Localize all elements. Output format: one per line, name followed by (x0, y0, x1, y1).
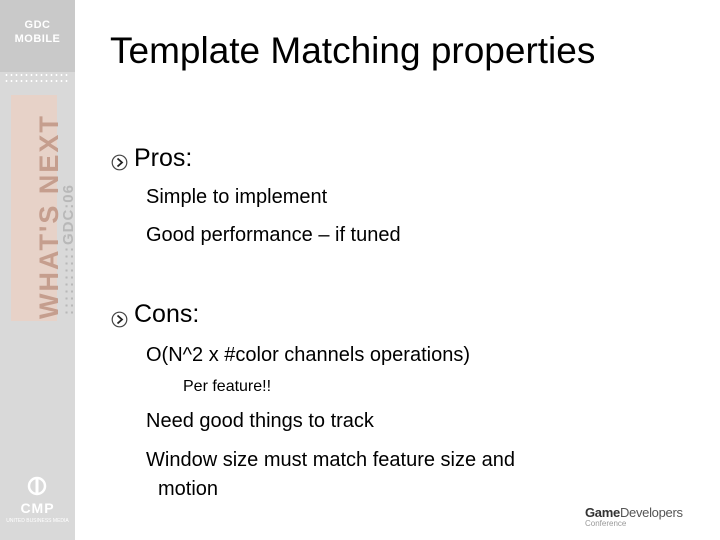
dot-divider (4, 80, 70, 82)
vertical-sub-text: ::::::::::GDC:06 (60, 184, 75, 315)
gdc-mobile-logo: GDC MOBILE (0, 18, 75, 46)
section-heading-pros: Pros: (134, 144, 193, 172)
sidebar: GDC MOBILE WHAT'S NEXT ::::::::::GDC:06 … (0, 0, 75, 540)
logo-line-mobile: MOBILE (14, 33, 61, 45)
dot-divider (4, 74, 70, 76)
slide-title: Template Matching properties (110, 30, 596, 71)
chevron-bullet-icon (111, 311, 128, 328)
list-item: O(N^2 x #color channels operations) (146, 344, 470, 366)
gdc-logo-wordmark: GameDevelopers (585, 505, 683, 520)
list-item: Good performance – if tuned (146, 224, 401, 246)
list-item: Simple to implement (146, 186, 328, 208)
gdc-logo-conference: Conference (585, 519, 627, 528)
vertical-banner (11, 95, 57, 321)
list-item: Window size must match feature size and (146, 449, 516, 471)
list-item-continuation: motion (158, 478, 219, 500)
cmp-logo-icon (27, 476, 47, 496)
gdc-logo-word-developers: Developers (619, 505, 683, 520)
section-heading-cons: Cons: (134, 300, 200, 328)
logo-line-gdc: GDC (24, 19, 51, 31)
gdc-logo-word-game: Game (585, 505, 620, 520)
cmp-logo-subtext: UNITED BUSINESS MEDIA (6, 518, 69, 524)
vertical-sub-dots: :::::::::: (60, 245, 75, 315)
list-item: Need good things to track (146, 410, 374, 432)
cmp-logo-text: CMP (20, 500, 55, 516)
chevron-bullet-icon (111, 154, 128, 171)
sub-list-item: Per feature!! (183, 378, 272, 395)
game-developers-conference-logo: GameDevelopers Conference (585, 505, 683, 528)
vertical-sub-label: GDC:06 (60, 184, 75, 246)
sidebar-logo-block (0, 0, 75, 72)
